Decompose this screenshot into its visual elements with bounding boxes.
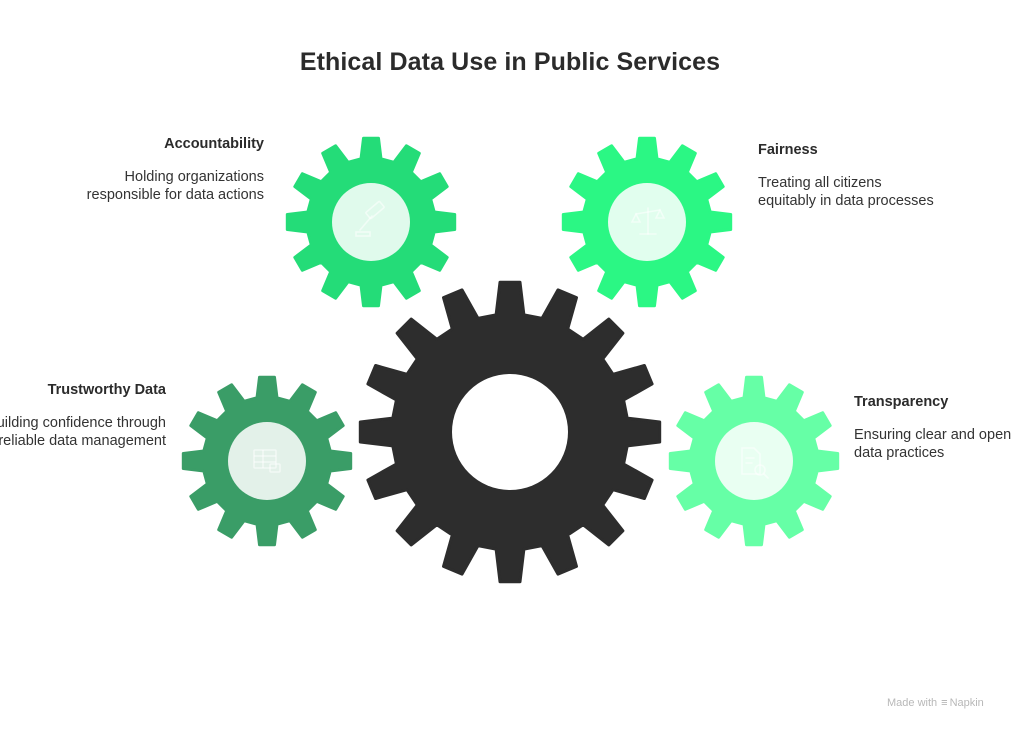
made-with-credit: Made with≡Napkin (887, 697, 984, 709)
accountability-description: Holding organizations responsible for da… (86, 169, 264, 203)
accountability-heading: Accountability (164, 136, 264, 152)
diagram-title: Ethical Data Use in Public Services (299, 48, 721, 76)
transparency-description: Ensuring clear and open data practices (854, 427, 1012, 461)
central-gear-hole (452, 374, 568, 490)
transparency-block: Transparency Ensuring clear and open dat… (854, 394, 1020, 462)
accountability-gear (285, 136, 457, 308)
trustworthy-data-gear (181, 375, 353, 547)
trustworthy-data-description: Building confidence through reliable dat… (0, 415, 166, 449)
scales-icon (630, 207, 666, 235)
accountability-block: Accountability Holding organizations res… (84, 136, 264, 204)
trustworthy-data-heading: Trustworthy Data (47, 382, 166, 398)
transparency-heading: Transparency (854, 394, 949, 410)
trustworthy-data-gear-hole (228, 422, 306, 500)
transparency-gear-hole (715, 422, 793, 500)
fairness-gear-hole (608, 183, 686, 261)
napkin-logo-icon: ≡ (941, 697, 948, 709)
accountability-gear-hole (332, 183, 410, 261)
gavel-icon (355, 200, 385, 237)
fairness-heading: Fairness (758, 142, 818, 158)
transparency-gear (668, 375, 840, 547)
fairness-gear (561, 136, 733, 308)
trustworthy-data-block: Trustworthy Data Building confidence thr… (0, 382, 166, 450)
data-lock-icon (253, 449, 281, 473)
made-with-label: Made with (887, 697, 938, 709)
napkin-brand: Napkin (949, 697, 984, 709)
fairness-description: Treating all citizens equitably in data … (758, 175, 934, 209)
fairness-block: Fairness Treating all citizens equitably… (758, 142, 938, 210)
document-search-icon (741, 447, 769, 479)
central-gear (358, 280, 662, 584)
